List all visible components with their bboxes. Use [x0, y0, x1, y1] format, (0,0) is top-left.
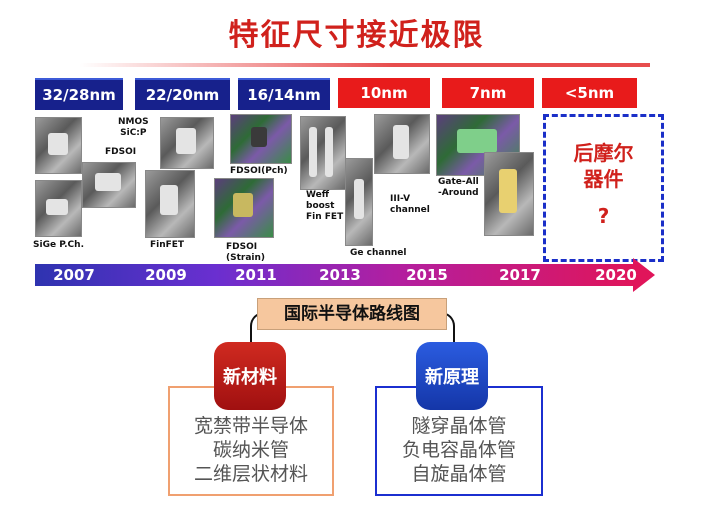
device-image-ge-channel	[345, 158, 373, 246]
caption-fdsoi-strain: FDSOI (Strain)	[226, 242, 266, 263]
year-2007: 2007	[53, 266, 95, 284]
node-10nm: 10nm	[338, 78, 430, 108]
node-5nm: <5nm	[542, 78, 637, 108]
device-image-finfet	[145, 170, 195, 238]
timeline-arrowhead	[633, 258, 655, 292]
caption-fdsoi-pch: FDSOI(Pch)	[230, 166, 288, 176]
year-2015: 2015	[406, 266, 448, 284]
device-image-fdsoi-pch	[230, 114, 292, 164]
device-image-fdsoi	[82, 162, 136, 208]
node-22-20nm: 22/20nm	[135, 78, 230, 110]
year-2017: 2017	[499, 266, 541, 284]
caption-finfet: FinFET	[150, 240, 185, 250]
material-item: 宽禁带半导体	[193, 415, 308, 437]
device-image-fdsoi-strain	[214, 178, 274, 238]
node-16-14nm: 16/14nm	[238, 78, 330, 110]
timeline-bar	[35, 264, 635, 286]
node-7nm: 7nm	[442, 78, 534, 108]
year-2020: 2020	[595, 266, 637, 284]
principle-item: 隧穿晶体管	[411, 415, 507, 437]
future-question-mark: ?	[597, 204, 610, 228]
new-materials-badge: 新材料	[214, 342, 286, 410]
device-image-weff	[300, 116, 346, 190]
material-item: 二维层状材料	[193, 463, 308, 485]
device-image-7nm	[484, 152, 534, 236]
caption-nmos: NMOS SiC:P	[118, 117, 149, 138]
device-image-nmos	[160, 117, 214, 169]
caption-weff: Weff boost Fin FET	[306, 190, 344, 222]
new-principles-badge: 新原理	[416, 342, 488, 410]
bracket-right	[439, 312, 455, 342]
caption-sige: SiGe P.Ch.	[33, 240, 84, 250]
principle-item: 自旋晶体管	[411, 463, 507, 485]
new-principles-box: 隧穿晶体管 负电容晶体管 自旋晶体管	[375, 386, 543, 496]
future-device-text: 后摩尔 器件	[573, 141, 634, 191]
year-2009: 2009	[145, 266, 187, 284]
future-device-box	[543, 114, 664, 262]
caption-fdsoi: FDSOI	[105, 147, 137, 157]
node-32-28nm: 32/28nm	[35, 78, 123, 110]
material-item: 碳纳米管	[212, 439, 289, 461]
year-2013: 2013	[319, 266, 361, 284]
caption-ge-channel: Ge channel	[350, 248, 407, 258]
device-image-28nm-top	[35, 117, 82, 174]
device-image-sige	[35, 180, 82, 237]
caption-iiiv: III-V channel	[390, 194, 430, 215]
principle-item: 负电容晶体管	[401, 439, 516, 461]
device-image-iiiv	[374, 114, 430, 174]
roadmap-label: 国际半导体路线图	[257, 298, 447, 330]
device-image-gaa	[436, 114, 520, 176]
caption-gaa: Gate-All -Around	[438, 177, 479, 198]
year-2011: 2011	[235, 266, 277, 284]
title-underline	[80, 63, 650, 67]
page-title: 特征尺寸接近极限	[228, 18, 485, 53]
